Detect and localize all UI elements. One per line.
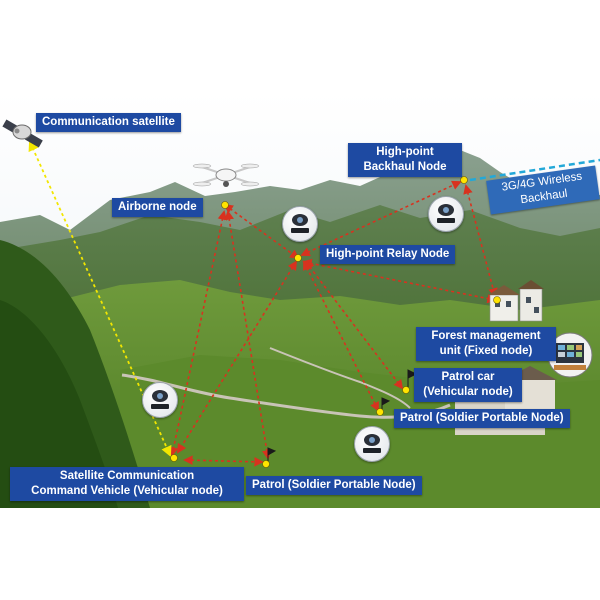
patrol-car-line2: (Vehicular node) — [423, 386, 513, 398]
node-dot-forest — [493, 296, 501, 304]
node-dots — [170, 176, 501, 468]
backhaul-line1: High-point — [376, 146, 434, 158]
node-dot-airborne — [221, 201, 229, 209]
network-links — [168, 180, 498, 467]
forest-line1: Forest management — [431, 330, 541, 342]
label-airborne-node: Airborne node — [112, 198, 203, 217]
label-patrol-car: Patrol car (Vehicular node) — [414, 368, 522, 402]
building-icon — [488, 280, 544, 322]
command-line2: Command Vehicle (Vehicular node) — [31, 485, 223, 497]
node-dot-command — [170, 454, 178, 462]
label-forest-management-unit: Forest management unit (Fixed node) — [416, 327, 556, 361]
label-communication-satellite: Communication satellite — [36, 113, 181, 132]
label-high-point-relay-node: High-point Relay Node — [320, 245, 456, 264]
label-high-point-backhaul-node: High-point Backhaul Node — [348, 143, 462, 177]
patrol-car-line1: Patrol car — [441, 371, 495, 383]
wireless-backhaul-line — [469, 158, 600, 182]
backhaul-line2: Backhaul Node — [363, 161, 447, 173]
link-relay-command — [176, 260, 298, 454]
node-dot-relay — [294, 254, 302, 262]
camera-device-icon — [428, 196, 464, 232]
command-line1: Satellite Communication — [59, 470, 195, 482]
link-relay-backhaul — [300, 180, 462, 257]
camera-device-icon — [354, 426, 390, 462]
wireless-line2: Backhaul — [519, 187, 569, 207]
satellite-icon — [2, 119, 43, 148]
node-dot-backhaul — [460, 176, 468, 184]
forest-line2: unit (Fixed node) — [439, 345, 533, 357]
camera-device-icon — [282, 206, 318, 242]
label-patrol-right: Patrol (Soldier Portable Node) — [394, 409, 570, 428]
network-scene — [0, 92, 600, 508]
monitoring-wall-icon — [547, 332, 593, 378]
drone-icon — [192, 163, 260, 187]
label-patrol-bottom: Patrol (Soldier Portable Node) — [246, 476, 422, 495]
camera-device-icon — [142, 382, 178, 418]
label-satellite-command-vehicle: Satellite Communication Command Vehicle … — [10, 467, 244, 501]
node-dot-patrol-bottom — [262, 460, 270, 468]
node-dot-patrol-right — [376, 408, 384, 416]
link-command-patrol — [183, 455, 264, 467]
link-backhaul-forest — [463, 184, 498, 298]
node-dot-patrol-car — [402, 386, 410, 394]
